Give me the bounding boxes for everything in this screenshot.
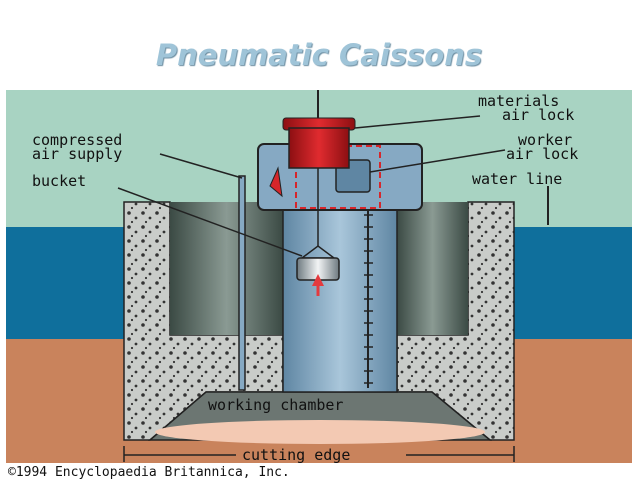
label-compressed: compressed [32,131,122,149]
compressed-air-pipe [238,175,246,391]
valve-red [269,166,283,198]
chamber-floor [155,420,485,444]
arrow-up-icon [312,274,324,286]
label-air-supply: air supply [32,145,122,163]
inner-wall-right [397,202,468,335]
label-air-lock-2: air lock [506,145,578,163]
leader-bucket [117,187,303,257]
label-materials: materials [478,92,559,110]
ladder-rungs [364,214,373,384]
leader-worker [369,149,506,173]
diagram-title: Pneumatic Caissons [155,38,483,72]
label-air-lock-1: air lock [502,106,574,124]
leader-compressed [159,153,243,179]
label-cutting-edge: cutting edge [242,446,350,464]
materials-air-lock [288,127,350,169]
leader-materials [354,115,481,129]
copyright-text: ©1994 Encyclopaedia Britannica, Inc. [8,465,290,479]
inner-wall-left [170,202,283,335]
label-bucket: bucket [32,172,86,190]
label-water-line: water line [472,170,562,188]
label-worker: worker [518,131,572,149]
central-shaft [282,197,398,393]
label-working-chamber: working chamber [208,396,343,414]
